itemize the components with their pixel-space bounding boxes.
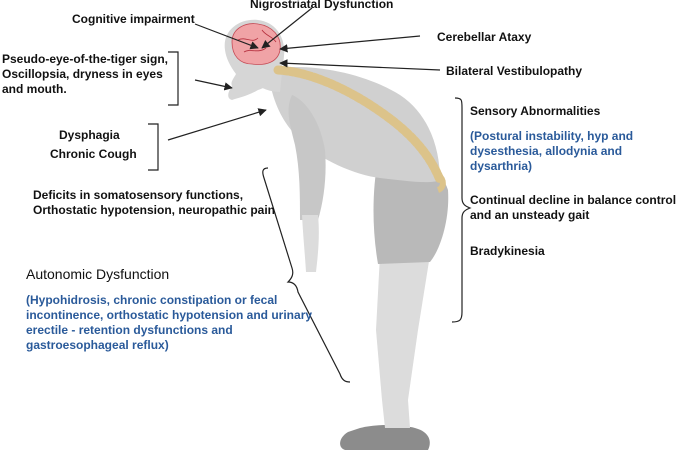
shoe xyxy=(340,425,430,450)
arrow-eye-signs xyxy=(194,79,233,91)
arrow-dysphagia xyxy=(167,108,267,141)
label-sensory-detail: (Postural instability, hyp and dysesthes… xyxy=(470,129,634,173)
bracket-eye-signs xyxy=(168,51,179,106)
leg xyxy=(376,255,430,428)
bracket-dysphagia xyxy=(148,123,159,171)
arrow-cognitive xyxy=(194,23,259,50)
label-somatosensory: Deficits in somatosensory functions, Ort… xyxy=(33,188,276,217)
arrow-vestibulopathy xyxy=(279,59,441,71)
label-nigrostriatal: Nigrostriatal Dysfunction xyxy=(250,0,394,11)
arrow-cerebellar xyxy=(279,35,421,53)
label-eye-signs: Pseudo-eye-of-the-tiger sign, Oscillopsi… xyxy=(2,52,169,96)
label-cognitive: Cognitive impairment xyxy=(72,12,195,26)
upper-arm xyxy=(288,95,326,220)
bracket-right xyxy=(451,97,472,323)
forearm-hand xyxy=(302,215,319,272)
label-dysphagia: Dysphagia xyxy=(59,128,120,142)
label-autonomic-title: Autonomic Dysfunction xyxy=(26,266,170,282)
label-bradykinesia: Bradykinesia xyxy=(470,244,545,258)
human-figure xyxy=(224,19,449,450)
bracket-left xyxy=(262,167,351,383)
label-vestibulopathy: Bilateral Vestibulopathy xyxy=(446,64,583,78)
spine xyxy=(273,65,445,185)
label-sensory-title: Sensory Abnormalities xyxy=(470,104,601,118)
torso xyxy=(268,67,440,183)
arrow-nigrostriatal xyxy=(261,7,313,49)
label-autonomic-detail: (Hypohidrosis, chronic constipation or f… xyxy=(26,293,313,352)
shorts xyxy=(373,156,449,264)
label-balance: Continual decline in balance control and… xyxy=(470,193,677,222)
label-cerebellar: Cerebellar Ataxy xyxy=(437,30,532,44)
label-chronic-cough: Chronic Cough xyxy=(50,147,137,161)
